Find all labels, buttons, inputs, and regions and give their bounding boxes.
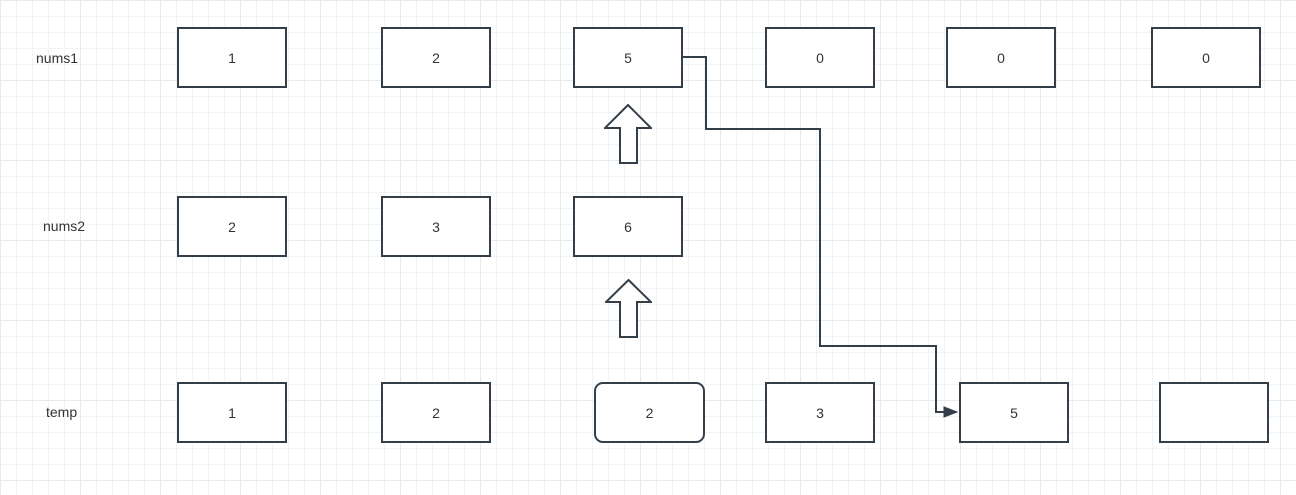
cell-temp-2[interactable]: 2 (594, 382, 705, 443)
cell-value: 5 (1010, 404, 1018, 421)
cell-value: 3 (816, 404, 824, 421)
row-label-temp: temp (46, 404, 78, 420)
cell-nums1-1[interactable]: 2 (381, 27, 491, 88)
cell-value: 5 (624, 49, 632, 66)
cell-value: 1 (228, 49, 236, 66)
row-label-nums1: nums1 (36, 50, 79, 66)
arrowhead-icon (943, 406, 959, 418)
up-arrow-icon[interactable] (605, 279, 652, 338)
cell-value: 0 (1202, 49, 1210, 66)
cell-nums1-2[interactable]: 5 (573, 27, 683, 88)
cell-nums2-0[interactable]: 2 (177, 196, 287, 257)
cell-value: 3 (432, 218, 440, 235)
cell-value: 2 (645, 404, 654, 421)
cell-value: 1 (228, 404, 236, 421)
cell-value: 0 (997, 49, 1005, 66)
cell-temp-5[interactable] (1159, 382, 1269, 443)
cell-temp-4[interactable]: 5 (959, 382, 1069, 443)
cell-value: 2 (228, 218, 236, 235)
cell-nums1-0[interactable]: 1 (177, 27, 287, 88)
cell-temp-3[interactable]: 3 (765, 382, 875, 443)
cell-nums1-4[interactable]: 0 (946, 27, 1056, 88)
cell-nums2-1[interactable]: 3 (381, 196, 491, 257)
cell-temp-1[interactable]: 2 (381, 382, 491, 443)
cell-nums2-2[interactable]: 6 (573, 196, 683, 257)
cell-value: 2 (432, 404, 440, 421)
cell-nums1-5[interactable]: 0 (1151, 27, 1261, 88)
cell-value: 6 (624, 218, 632, 235)
cell-temp-0[interactable]: 1 (177, 382, 287, 443)
up-arrow-icon[interactable] (604, 104, 652, 164)
cell-nums1-3[interactable]: 0 (765, 27, 875, 88)
row-label-nums2: nums2 (43, 218, 86, 234)
cell-value: 2 (432, 49, 440, 66)
cell-value: 0 (816, 49, 824, 66)
